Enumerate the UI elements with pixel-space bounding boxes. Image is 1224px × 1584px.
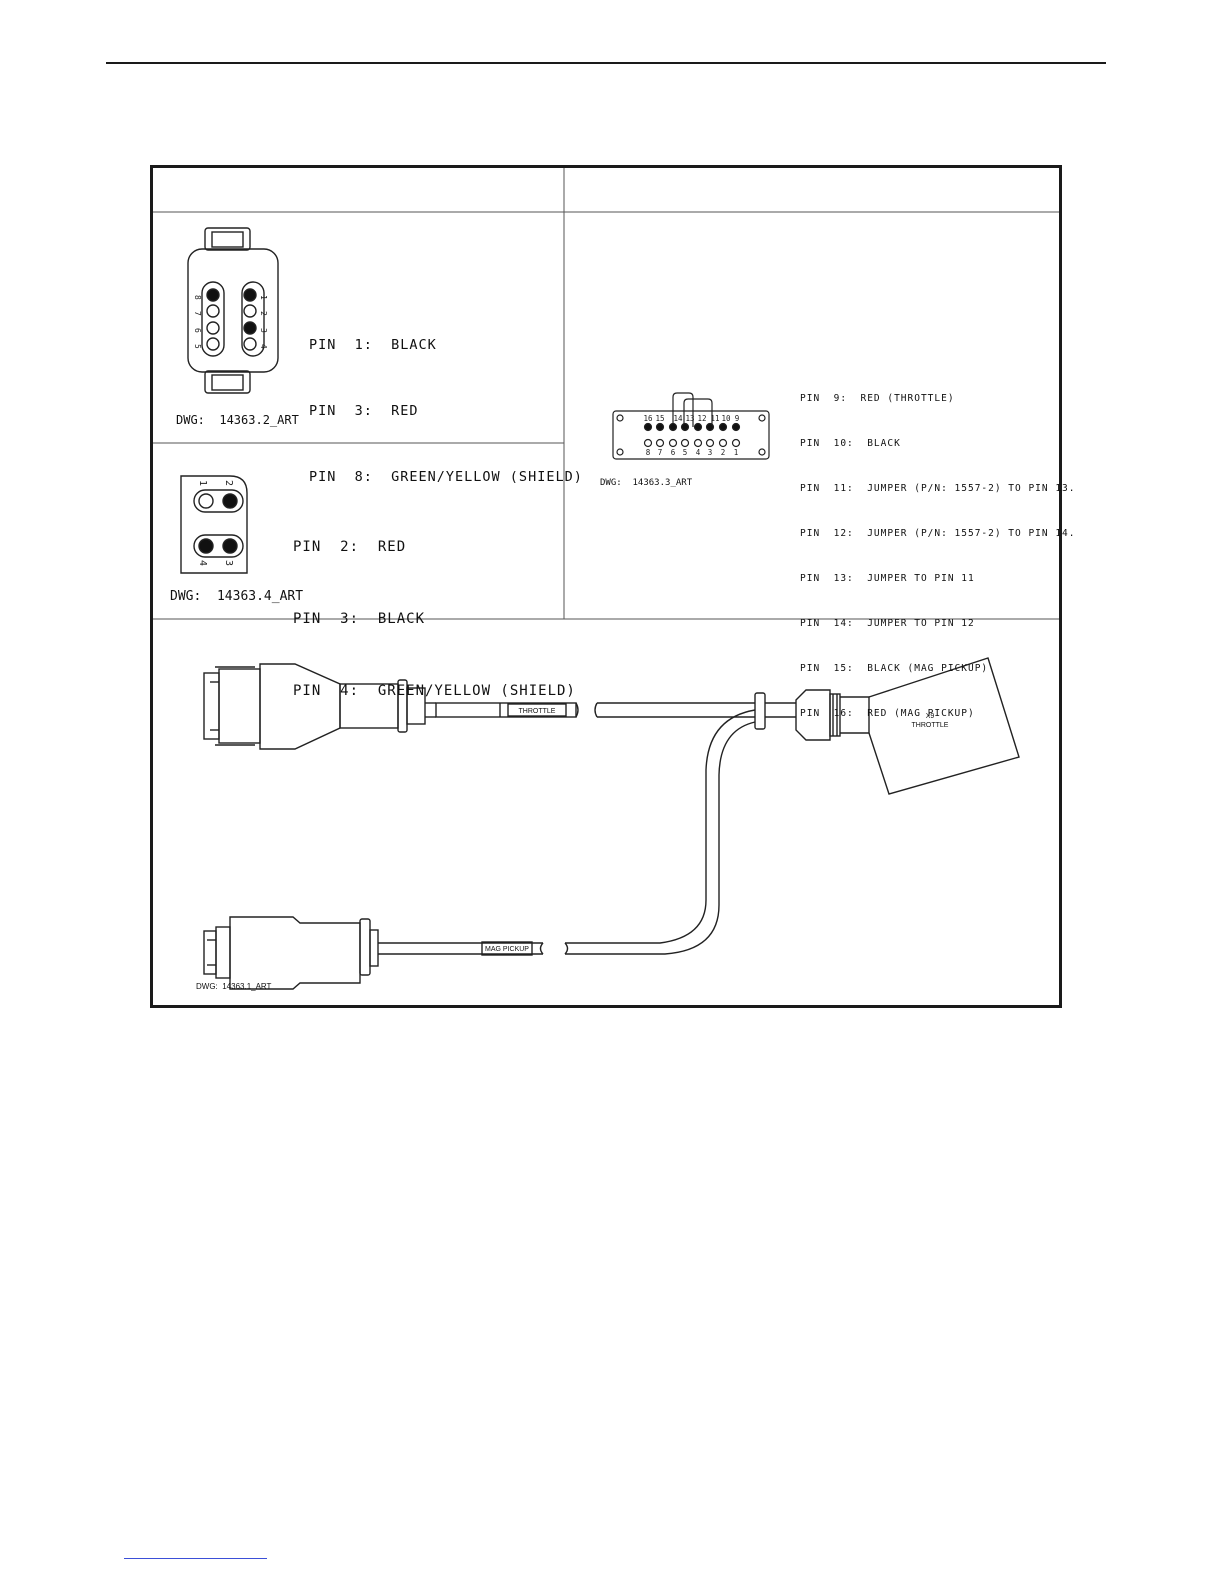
footer-link-underline [124, 1558, 267, 1559]
conn-c-pin-6: 6 [671, 448, 676, 457]
conn-c-pin-15: 15 [655, 414, 664, 423]
conn-c-pin-entry: PIN 12: JUMPER (P/N: 1557-2) TO PIN 14. [800, 528, 1076, 539]
conn-c-pin-9: 9 [735, 414, 740, 423]
cable-assembly-drawing [203, 657, 1020, 990]
conn-a-pin-1: 1 [259, 295, 268, 300]
conn-c-pin-1: 1 [734, 448, 739, 457]
conn-b-pin-entry: PIN 2: RED [293, 539, 407, 555]
conn-c-pin-7: 7 [658, 448, 663, 457]
conn-c-pin-8: 8 [646, 448, 651, 457]
conn-b-pin-entry: PIN 3: BLACK [293, 611, 426, 627]
conn-c-pin-10: 10 [721, 414, 731, 423]
conn-a-pin-6: 6 [193, 328, 202, 333]
conn-c-pin-12: 12 [697, 414, 706, 423]
conn-c-dwg: DWG: 14363.3_ART [600, 478, 693, 488]
diagram-frame [150, 165, 1062, 1008]
conn-c-pin-entry: PIN 10: BLACK [800, 438, 901, 449]
conn-a-pin-4: 4 [259, 344, 268, 349]
connector-b-drawing [180, 475, 248, 574]
header-rule [106, 62, 1106, 64]
conn-a-pin-8: 8 [193, 295, 202, 300]
conn-a-pin-list: PIN 1: BLACK PIN 3: RED PIN 8: GREEN/YEL… [309, 290, 583, 510]
conn-b-pin-3: 3 [223, 560, 234, 566]
conn-a-dwg: DWG: 14363.2_ART [176, 413, 299, 427]
x9-label: X9 [926, 713, 935, 720]
conn-b-pin-1: 1 [197, 480, 208, 486]
conn-a-pin-2: 2 [259, 311, 268, 316]
cable-assembly-dwg: DWG: 14363.1_ART [196, 982, 272, 991]
conn-c-pin-16: 16 [643, 414, 653, 423]
conn-c-pin-entry: PIN 15: BLACK (MAG PICKUP) [800, 663, 989, 674]
conn-c-pin-entry: PIN 13: JUMPER TO PIN 11 [800, 573, 975, 584]
conn-b-pin-entry: PIN 4: GREEN/YELLOW (SHIELD) [293, 683, 576, 699]
conn-c-pin-11: 11 [710, 414, 719, 423]
conn-c-pin-entry: PIN 9: RED (THROTTLE) [800, 393, 955, 404]
conn-a-pin-entry: PIN 8: GREEN/YELLOW (SHIELD) [309, 469, 583, 485]
conn-a-pin-entry: PIN 1: BLACK [309, 337, 437, 353]
conn-b-pin-4: 4 [197, 560, 208, 566]
connector-a-drawing [187, 227, 279, 394]
connector-c-drawing [612, 392, 770, 460]
conn-c-pin-13: 13 [685, 414, 694, 423]
conn-c-pin-entry: PIN 14: JUMPER TO PIN 12 [800, 618, 975, 629]
conn-b-pin-list: PIN 2: RED PIN 3: BLACK PIN 4: GREEN/YEL… [293, 487, 576, 727]
conn-c-pin-entry: PIN 16: RED (MAG PICKUP) [800, 708, 975, 719]
throttle-cable-label: THROTTLE [519, 708, 556, 715]
x9-throttle-label: THROTTLE [912, 722, 949, 729]
conn-a-pin-7: 7 [193, 311, 202, 316]
conn-c-pin-entry: PIN 11: JUMPER (P/N: 1557-2) TO PIN 13. [800, 483, 1076, 494]
conn-c-pin-list: PIN 9: RED (THROTTLE) PIN 10: BLACK PIN … [800, 361, 1076, 736]
conn-c-pin-3: 3 [708, 448, 713, 457]
mag-pickup-cable-label: MAG PICKUP [485, 946, 529, 953]
conn-c-pin-14: 14 [673, 414, 683, 423]
conn-a-pin-3: 3 [259, 328, 268, 333]
conn-c-pin-2: 2 [721, 448, 726, 457]
conn-a-pin-entry: PIN 3: RED [309, 403, 419, 419]
conn-a-pin-5: 5 [193, 344, 202, 349]
conn-c-pin-5: 5 [683, 448, 688, 457]
conn-b-pin-2: 2 [223, 480, 234, 486]
conn-b-dwg: DWG: 14363.4_ART [170, 589, 304, 604]
conn-c-pin-4: 4 [696, 448, 701, 457]
